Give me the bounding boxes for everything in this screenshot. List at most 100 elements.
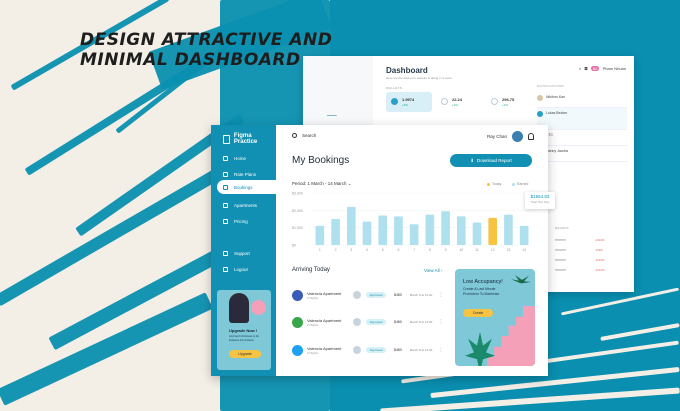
chart-bar[interactable] bbox=[441, 211, 450, 245]
transaction-amount: -0.01% bbox=[595, 268, 605, 272]
stairs-illustration bbox=[487, 306, 535, 366]
x-tick-label: 8 bbox=[429, 248, 431, 252]
sidebar-item-logout[interactable]: Logout bbox=[211, 262, 276, 276]
x-tick-label: 14 bbox=[522, 248, 526, 252]
chart-bar[interactable] bbox=[504, 214, 513, 245]
wallet-card[interactable]: 296.75+2% bbox=[486, 92, 532, 112]
y-tick-label: $2,000 bbox=[292, 209, 303, 213]
period-selector[interactable]: Period: 1 March - 14 March ⌄ bbox=[292, 181, 352, 187]
y-tick-label: $0 bbox=[292, 244, 296, 248]
x-tick-label: 3 bbox=[350, 248, 352, 252]
transaction-row: ━━━━━━-0.5% bbox=[555, 248, 603, 252]
chart-bar[interactable] bbox=[519, 225, 529, 245]
chart-bar[interactable] bbox=[346, 206, 356, 245]
bookings-dashboard: Figma Practice Home Rate Plans Bookings … bbox=[211, 125, 555, 376]
chart-bar[interactable] bbox=[331, 219, 340, 245]
booking-date: March 8 at 12:00 bbox=[409, 348, 433, 352]
moon-illustration bbox=[251, 300, 266, 315]
sidebar-item-apartments[interactable]: Apartments bbox=[211, 198, 276, 212]
sidebar-item-label: Support bbox=[234, 250, 250, 256]
status-badge: Approved bbox=[366, 292, 386, 298]
transaction-amount: -0.01% bbox=[595, 258, 605, 262]
sidebar-item-rate-plans[interactable]: Rate Plans bbox=[211, 167, 276, 181]
download-report-button[interactable]: ⬇Download Report bbox=[450, 154, 532, 167]
sidebar-item-bookings[interactable]: Bookings bbox=[217, 180, 276, 194]
view-all-link[interactable]: View All › bbox=[424, 268, 443, 273]
booking-nights: 2 Nights bbox=[307, 322, 319, 327]
chart-bar[interactable] bbox=[456, 216, 466, 245]
back-subtitle: Here are the data your website is doing … bbox=[386, 76, 453, 80]
sidebar-item-pricing[interactable]: Pricing bbox=[211, 214, 276, 228]
booking-nights: 2 Nights bbox=[307, 295, 319, 300]
wallet-amount: 22.24 bbox=[452, 97, 463, 102]
price-icon bbox=[223, 218, 228, 224]
x-tick-label: 9 bbox=[445, 248, 447, 252]
notifications-list: Nikiforo Kan Lukas Becker BTC Danny Jaco… bbox=[537, 92, 627, 162]
notification-name: BTC bbox=[546, 133, 553, 137]
more-icon[interactable]: ⋮ bbox=[438, 347, 444, 353]
more-icon[interactable]: ⋮ bbox=[438, 292, 444, 298]
search-bar[interactable]: Search bbox=[292, 133, 316, 138]
chart-bar[interactable] bbox=[315, 225, 325, 245]
chart-bar[interactable] bbox=[472, 222, 482, 245]
notification-name: Nikiforo Kan bbox=[546, 95, 566, 99]
guest-avatar bbox=[353, 346, 361, 354]
avatar[interactable] bbox=[512, 131, 523, 142]
sidebar-item-home[interactable]: Home bbox=[211, 151, 276, 165]
wallet-card[interactable]: 22.24+4% bbox=[436, 92, 482, 112]
legend-dot bbox=[512, 182, 515, 186]
bell-icon[interactable] bbox=[528, 133, 534, 140]
chart-bar[interactable] bbox=[488, 217, 498, 245]
brand[interactable]: Figma Practice bbox=[223, 133, 276, 145]
y-tick-label: $3,000 bbox=[292, 192, 303, 196]
chart-bar[interactable] bbox=[409, 224, 419, 245]
legend-label: Earned bbox=[517, 182, 529, 186]
search-input[interactable]: Search bbox=[302, 133, 317, 138]
upgrade-button[interactable]: Upgrade bbox=[229, 350, 261, 358]
sidebar-item-support[interactable]: Support bbox=[211, 246, 276, 260]
status-badge: Approved bbox=[366, 347, 386, 353]
brand-name: Figma Practice bbox=[233, 133, 258, 145]
notification-item[interactable]: Nikiforo Kan bbox=[537, 92, 627, 108]
create-button[interactable]: Create bbox=[463, 309, 493, 317]
transaction-amount: -0.5% bbox=[595, 248, 603, 252]
page-title: My Bookings bbox=[292, 155, 350, 166]
booking-date: March 8 at 12:00 bbox=[409, 293, 433, 297]
status-badge: Approved bbox=[366, 319, 386, 325]
legend-label: Today bbox=[492, 182, 502, 186]
more-icon[interactable]: ⋮ bbox=[438, 319, 444, 325]
x-tick-label: 13 bbox=[506, 248, 510, 252]
search-icon bbox=[292, 133, 297, 138]
chart-bar[interactable] bbox=[394, 216, 403, 245]
guest-avatar bbox=[353, 291, 361, 299]
notification-item[interactable]: Lukas Becker bbox=[537, 108, 627, 130]
guest-avatar bbox=[353, 318, 361, 326]
home-icon bbox=[223, 155, 228, 161]
chart-bar[interactable] bbox=[425, 214, 435, 245]
transaction-row: ━━━━━━-0.01% bbox=[555, 238, 605, 242]
headline-line-2: MINIMAL DASHBOARD bbox=[80, 50, 301, 70]
headline: DESIGN ATTRACTIVE AND MINIMAL DASHBOARD bbox=[80, 30, 332, 70]
wallet-change: +4% bbox=[452, 103, 459, 107]
chart-bar[interactable] bbox=[378, 215, 388, 245]
tooltip-label: Total This Day bbox=[530, 200, 550, 204]
chart-bar[interactable] bbox=[362, 221, 372, 245]
facebook-icon bbox=[292, 289, 303, 301]
x-tick-label: 6 bbox=[397, 248, 399, 252]
x-tick-label: 11 bbox=[475, 248, 479, 252]
y-tick-label: $1,000 bbox=[292, 226, 303, 230]
notification-item[interactable]: BTC bbox=[537, 130, 627, 146]
sidebar-item-label: Bookings bbox=[234, 184, 253, 190]
sidebar-item-label: Rate Plans bbox=[234, 171, 257, 177]
sidebar: Figma Practice Home Rate Plans Bookings … bbox=[211, 125, 276, 376]
x-tick-label: 1 bbox=[319, 248, 321, 252]
booking-nights: 2 Nights bbox=[307, 350, 319, 355]
wallet-card[interactable]: 1.9974+8% bbox=[386, 92, 432, 112]
notification-item[interactable]: Danny Jacobs bbox=[537, 146, 627, 162]
recent-label: RECENT bbox=[555, 226, 570, 230]
user-menu[interactable]: Ray Chan bbox=[487, 131, 534, 142]
